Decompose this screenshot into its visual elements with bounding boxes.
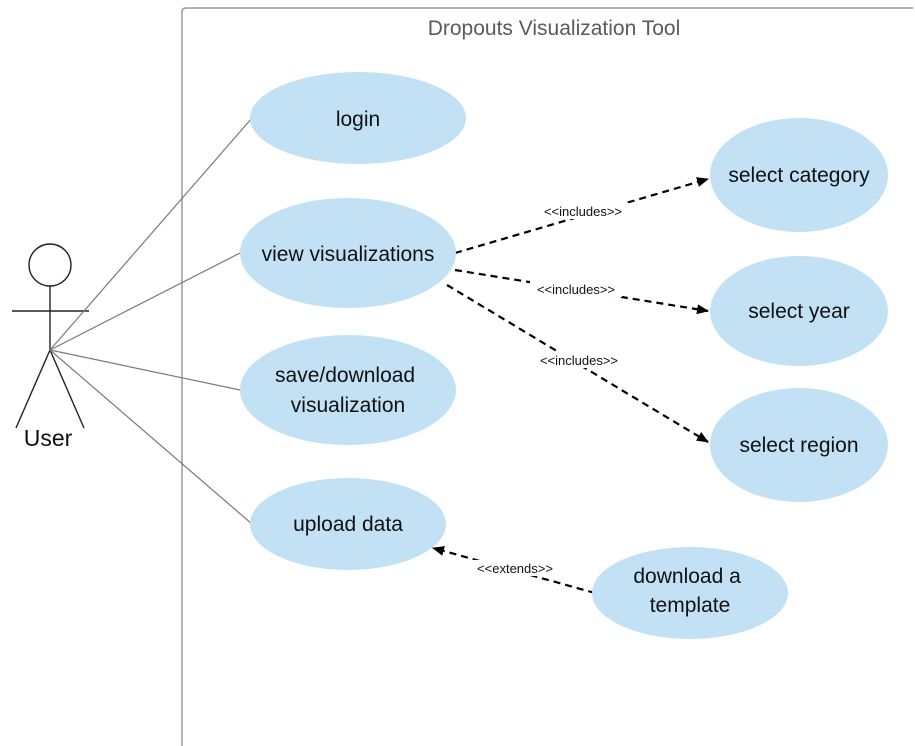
relationships xyxy=(432,177,709,595)
use-case-select-year[interactable]: select year xyxy=(710,256,888,366)
use-case-upload-data[interactable]: upload data xyxy=(250,478,446,570)
association-login xyxy=(49,117,253,351)
include-arrow-year xyxy=(454,268,709,315)
svg-text:view visualizations: view visualizations xyxy=(262,243,435,266)
actor-head xyxy=(28,243,72,287)
actor-right-leg xyxy=(49,349,85,429)
associations xyxy=(49,117,253,525)
include-arrow-region xyxy=(446,284,709,443)
use-case-login-label: login xyxy=(336,108,380,131)
use-case-save-label-line1: save/download xyxy=(275,364,415,387)
use-case-login[interactable]: login xyxy=(250,72,466,164)
svg-text:select category: select category xyxy=(728,164,870,187)
use-case-save-label-line2: visualization xyxy=(291,394,405,417)
actor-label: User xyxy=(24,425,73,451)
use-case-download-template[interactable]: download a template xyxy=(592,547,788,639)
svg-text:save/download visualizat: save/download visualization xyxy=(275,364,421,417)
use-case-upload-label: upload data xyxy=(293,513,403,536)
actor-left-leg xyxy=(15,349,51,429)
use-case-region-label: select region xyxy=(739,434,858,457)
system-boundary xyxy=(181,7,913,746)
use-case-category-label: select category xyxy=(728,164,870,187)
use-case-view-visualizations[interactable]: view visualizations xyxy=(240,198,456,308)
include-label-year: <<includes>> xyxy=(537,282,615,297)
use-case-year-label: select year xyxy=(748,300,850,323)
use-case-view-label: view visualizations xyxy=(262,243,435,266)
include-label-category: <<includes>> xyxy=(544,204,622,219)
use-case-template-label-line2: template xyxy=(650,594,731,617)
svg-text:upload data: upload data xyxy=(293,513,403,536)
svg-text:download a template: download a template xyxy=(633,565,746,617)
association-upload xyxy=(49,349,253,525)
include-arrow-category xyxy=(454,177,709,255)
relationship-labels: <<includes>> <<includes>> <<includes>> <… xyxy=(470,203,629,576)
include-label-region: <<includes>> xyxy=(540,353,618,368)
use-case-select-region[interactable]: select region xyxy=(710,388,888,502)
svg-text:select year: select year xyxy=(748,300,850,323)
svg-text:select region: select region xyxy=(739,434,858,457)
system-title: Dropouts Visualization Tool xyxy=(428,17,681,40)
svg-text:login: login xyxy=(336,108,380,131)
extend-label-template: <<extends>> xyxy=(477,561,553,576)
association-view xyxy=(49,252,241,351)
use-case-save-download[interactable]: save/download visualization xyxy=(240,335,456,445)
use-case-select-category[interactable]: select category xyxy=(710,118,888,232)
association-save xyxy=(49,349,241,391)
actor-user xyxy=(12,243,89,429)
use-case-template-label-line1: download a xyxy=(633,565,741,588)
